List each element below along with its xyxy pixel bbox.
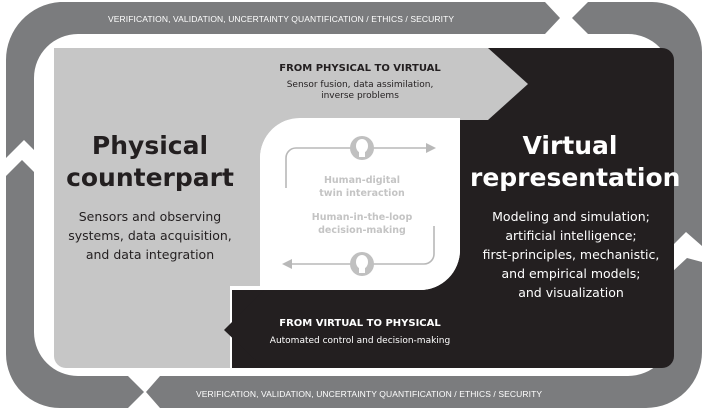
loop-arrow-top bbox=[285, 147, 428, 188]
physical-desc-line1: Sensors and observing bbox=[78, 209, 222, 224]
physical-title: Physical counterpart bbox=[60, 130, 240, 194]
physical-title-line1: Physical bbox=[91, 131, 209, 160]
virtual-desc-line4: and empirical models; bbox=[501, 266, 641, 281]
person-head-icon bbox=[350, 252, 374, 276]
loop-arrow-bottom-head bbox=[282, 259, 292, 269]
physical-title-line2: counterpart bbox=[66, 163, 234, 192]
virtual-title: Virtual representation bbox=[470, 130, 681, 194]
top-arrow-heading: FROM PHYSICAL TO VIRTUAL bbox=[279, 63, 441, 74]
center-label1-line1: Human-digital bbox=[323, 175, 401, 186]
center-panel bbox=[260, 118, 460, 290]
outer-band-top-label: VERIFICATION, VALIDATION, UNCERTAINTY QU… bbox=[108, 14, 455, 24]
top-arrow-shape bbox=[230, 48, 528, 120]
physical-desc-line3: and data integration bbox=[85, 247, 215, 262]
physical-desc-line2: systems, data acquisition, bbox=[68, 228, 232, 243]
virtual-desc-line1: Modeling and simulation; bbox=[492, 209, 650, 224]
top-arrow-subtext: Sensor fusion, data assimilation, invers… bbox=[250, 80, 470, 102]
virtual-title-line1: Virtual bbox=[522, 131, 618, 160]
center-label2-line2: decision-making bbox=[318, 225, 406, 236]
human-in-the-loop-label: Human-in-the-loop decision-making bbox=[296, 211, 428, 237]
virtual-desc-line2: artificial intelligence; bbox=[505, 228, 637, 243]
bottom-arrow-subtext: Automated control and decision-making bbox=[240, 336, 480, 347]
bottom-arrow-sub-line1: Automated control and decision-making bbox=[269, 336, 451, 346]
bottom-arrow-heading: FROM VIRTUAL TO PHYSICAL bbox=[279, 318, 441, 329]
person-head-icon bbox=[350, 136, 374, 160]
top-arrow-sub-line2: inverse problems bbox=[321, 91, 399, 101]
outer-band-bottom-label: VERIFICATION, VALIDATION, UNCERTAINTY QU… bbox=[196, 389, 543, 399]
virtual-title-line2: representation bbox=[470, 163, 681, 192]
center-label2-line1: Human-in-the-loop bbox=[311, 212, 413, 223]
physical-panel bbox=[54, 48, 492, 368]
physical-description: Sensors and observing systems, data acqu… bbox=[56, 207, 244, 264]
virtual-desc-line3: first-principles, mechanistic, bbox=[482, 247, 660, 262]
loop-arrow-top-head bbox=[426, 143, 436, 153]
virtual-panel bbox=[232, 48, 674, 368]
top-arrow-sub-line1: Sensor fusion, data assimilation, bbox=[286, 80, 434, 90]
bottom-arrow-shape bbox=[224, 290, 478, 368]
human-digital-twin-interaction-label: Human-digital twin interaction bbox=[296, 174, 428, 200]
center-label1-line2: twin interaction bbox=[319, 188, 405, 199]
virtual-desc-line5: and visualization bbox=[518, 285, 624, 300]
loop-arrow-bottom bbox=[290, 226, 435, 265]
virtual-description: Modeling and simulation; artificial inte… bbox=[468, 207, 674, 302]
